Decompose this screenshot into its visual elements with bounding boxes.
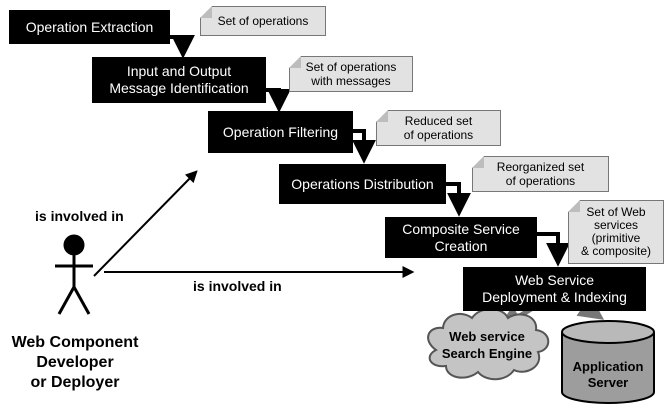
search-engine-cloud: Web service Search Engine <box>427 308 550 381</box>
relation-label-upper: is involved in <box>35 208 124 224</box>
step-operations-distribution: Operations Distribution <box>279 164 446 204</box>
note-text: Set of operations <box>217 14 309 28</box>
step-message-identification: Input and Output Message Identification <box>92 57 266 103</box>
step-label: Operation Extraction <box>25 18 154 35</box>
note-text: Set of operations with messages <box>305 60 397 88</box>
note-text: Reduced set of operations <box>403 114 474 142</box>
note-web-services: Set of Web services (primitive & composi… <box>568 200 664 264</box>
step-label: Operation Filtering <box>222 123 339 140</box>
note-operations-with-messages: Set of operations with messages <box>289 56 413 92</box>
note-reorganized-set: Reorganized set of operations <box>472 156 609 192</box>
note-text: Reorganized set of operations <box>496 160 585 188</box>
relation-arrow-upper <box>93 170 198 277</box>
actor-label: Web Component Developer or Deployer <box>11 334 139 391</box>
connector-3-4 <box>352 129 376 164</box>
search-engine-label-line1: Web service <box>449 329 525 344</box>
step-operation-extraction: Operation Extraction <box>9 10 170 44</box>
application-server-label-line1: Application <box>573 359 644 374</box>
note-reduced-set: Reduced set of operations <box>376 110 501 146</box>
relation-label-lower: is involved in <box>193 278 282 294</box>
note-text: Set of Web services (primitive & composi… <box>580 205 652 258</box>
step-operation-filtering: Operation Filtering <box>208 111 353 153</box>
search-engine-label-line2: Search Engine <box>442 346 532 361</box>
application-server-cylinder: Application Server <box>561 320 655 404</box>
step-label: Input and Output Message Identification <box>109 63 249 96</box>
actor-figure-icon <box>55 234 93 315</box>
step-label: Web Service Deployment & Indexing <box>482 272 627 305</box>
note-set-of-operations: Set of operations <box>200 6 326 36</box>
connector-4-5 <box>446 182 471 217</box>
step-label: Composite Service Creation <box>402 220 520 254</box>
connector-5-6 <box>537 232 570 267</box>
step-label: Operations Distribution <box>291 175 434 192</box>
step-deployment-indexing: Web Service Deployment & Indexing <box>463 267 646 311</box>
connector-1-2 <box>170 34 195 59</box>
application-server-label-line2: Server <box>588 375 628 390</box>
connector-2-3 <box>266 88 291 113</box>
step-composite-service-creation: Composite Service Creation <box>385 217 537 258</box>
